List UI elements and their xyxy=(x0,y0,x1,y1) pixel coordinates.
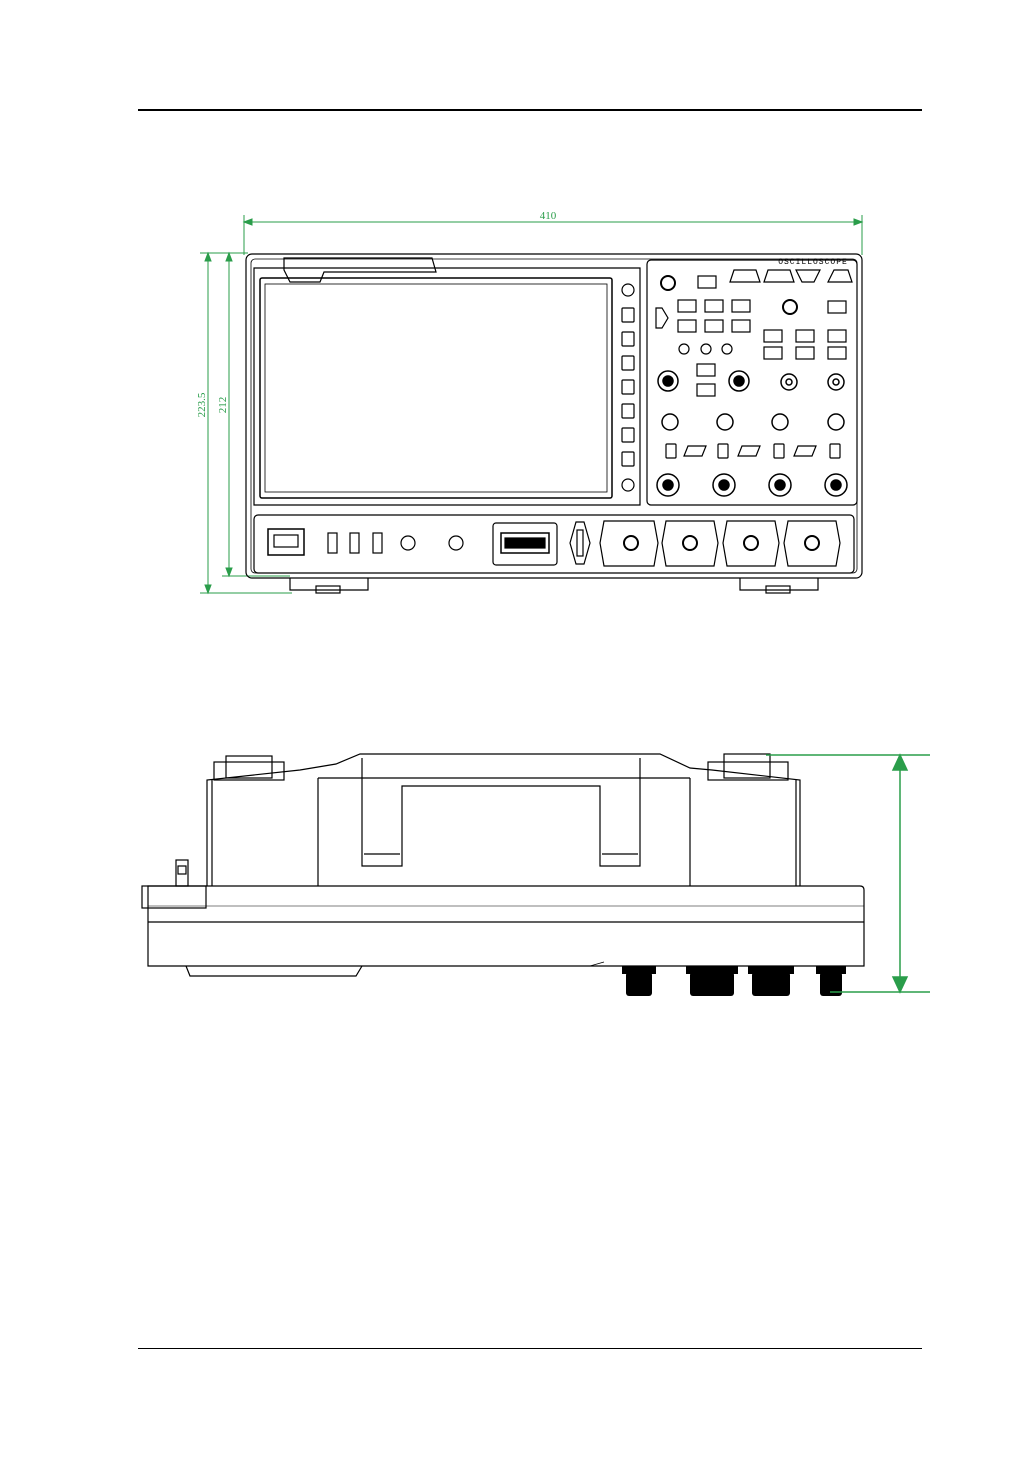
chassis-outline xyxy=(246,254,862,578)
bottom-knobs xyxy=(657,474,847,496)
bottom-rail xyxy=(186,966,362,976)
lower-front-strip xyxy=(254,515,854,573)
top-view-drawing xyxy=(0,740,1032,1060)
width-dimension-label: 410 xyxy=(540,210,557,222)
menu-buttons xyxy=(622,284,634,491)
footer-rule xyxy=(138,1348,922,1349)
rear-feet xyxy=(214,754,788,780)
screen-bezel xyxy=(254,268,640,505)
display-screen xyxy=(260,278,612,498)
base-body xyxy=(148,886,864,966)
rear-housing xyxy=(207,754,800,886)
power-button xyxy=(268,529,304,555)
front-feet xyxy=(290,578,818,593)
side-knobs xyxy=(622,966,846,996)
carry-handle xyxy=(362,758,640,866)
height-dimension-inner xyxy=(222,253,290,576)
channel-buttons xyxy=(666,444,840,458)
depth-dimension xyxy=(766,755,930,992)
top-trapezoid-buttons xyxy=(730,270,852,282)
height-dimension-outer-label: 223.5 xyxy=(196,392,208,417)
panel-buttons xyxy=(656,276,846,396)
bnc-inputs xyxy=(600,521,840,566)
panel-knobs xyxy=(658,371,844,430)
height-dimension-inner-label: 212 xyxy=(217,397,229,414)
side-connector xyxy=(142,886,206,908)
probe-comp-terminal xyxy=(570,522,590,564)
brand-label: OSCILLOSCOPE xyxy=(778,258,848,267)
front-view-drawing: 410 223.5 212 xyxy=(0,0,1032,620)
